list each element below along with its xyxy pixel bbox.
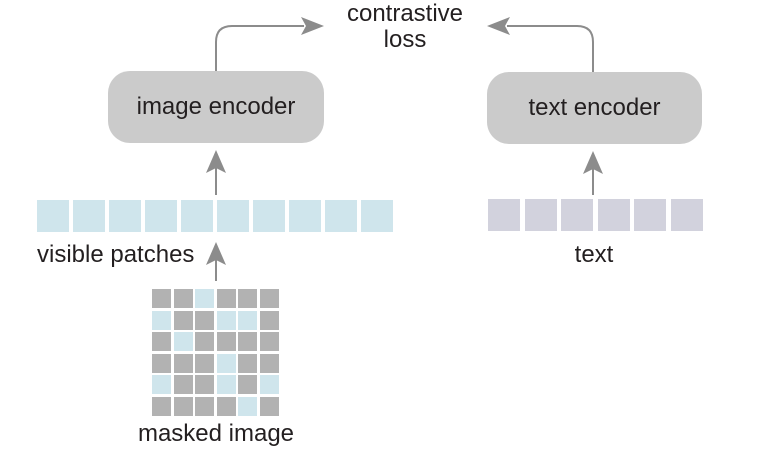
masked-cell <box>259 332 279 351</box>
masked-cell <box>238 332 257 351</box>
visible-cell <box>238 310 257 330</box>
masked-cell <box>173 396 193 416</box>
visible-cell <box>216 375 236 394</box>
masked-cell <box>238 353 257 373</box>
visible-cell <box>216 310 236 330</box>
contrastive-loss-line1: contrastive <box>346 0 464 27</box>
contrastive-loss-label: contrastive loss <box>325 1 485 53</box>
masked-image-grid <box>149 286 282 419</box>
visible-cell <box>195 289 214 308</box>
masked-cell <box>216 289 236 308</box>
masked-image-label: masked image <box>137 420 295 447</box>
masked-cell <box>152 396 171 416</box>
masked-cell <box>216 332 236 351</box>
visible-cell <box>259 375 279 394</box>
text-label: text <box>574 241 614 268</box>
masked-cell <box>152 353 171 373</box>
arrow-text-to-text-encoder <box>583 151 603 195</box>
text-token <box>488 199 520 231</box>
visible-cell <box>238 396 257 416</box>
text-token <box>634 199 666 231</box>
image-encoder-label: image encoder <box>136 93 296 120</box>
visible-patch <box>37 200 69 232</box>
visible-patch <box>325 200 357 232</box>
text-encoder-label: text encoder <box>528 94 661 121</box>
masked-cell <box>238 289 257 308</box>
visible-patch <box>217 200 249 232</box>
contrastive-loss-line2: loss <box>383 26 427 53</box>
masked-cell <box>195 332 214 351</box>
text-token-row <box>484 195 707 235</box>
arrow-image-encoder-to-loss <box>215 17 324 71</box>
visible-patch <box>73 200 105 232</box>
visible-cell <box>216 353 236 373</box>
visible-patches-row <box>33 196 397 236</box>
visible-patch <box>289 200 321 232</box>
masked-cell <box>195 310 214 330</box>
visible-patch <box>361 200 393 232</box>
masked-cell <box>259 289 279 308</box>
text-token <box>524 199 557 231</box>
masked-cell <box>259 310 279 330</box>
visible-patch <box>181 200 213 232</box>
masked-cell <box>173 353 193 373</box>
masked-cell <box>216 396 236 416</box>
visible-patch <box>109 200 141 232</box>
masked-cell <box>173 375 193 394</box>
arrow-masked-image-to-visible-patches <box>206 242 226 281</box>
text-token <box>597 199 630 231</box>
masked-cell <box>173 289 193 308</box>
visible-patches-label: visible patches <box>37 241 195 268</box>
masked-cell <box>238 375 257 394</box>
visible-patch <box>253 200 285 232</box>
arrow-text-encoder-to-loss <box>487 17 594 72</box>
text-token <box>670 199 703 231</box>
masked-cell <box>259 353 279 373</box>
masked-cell <box>173 310 193 330</box>
arrow-visible-patches-to-image-encoder <box>206 150 226 195</box>
visible-cell <box>173 332 193 351</box>
masked-cell <box>195 353 214 373</box>
visible-cell <box>152 310 171 330</box>
visible-patch <box>145 200 177 232</box>
masked-cell <box>259 396 279 416</box>
masked-cell <box>195 375 214 394</box>
masked-cell <box>152 332 171 351</box>
masked-cell <box>152 289 171 308</box>
text-encoder-box: text encoder <box>487 72 702 144</box>
text-token <box>561 199 593 231</box>
image-encoder-box: image encoder <box>108 71 324 143</box>
masked-cell <box>195 396 214 416</box>
visible-cell <box>152 375 171 394</box>
